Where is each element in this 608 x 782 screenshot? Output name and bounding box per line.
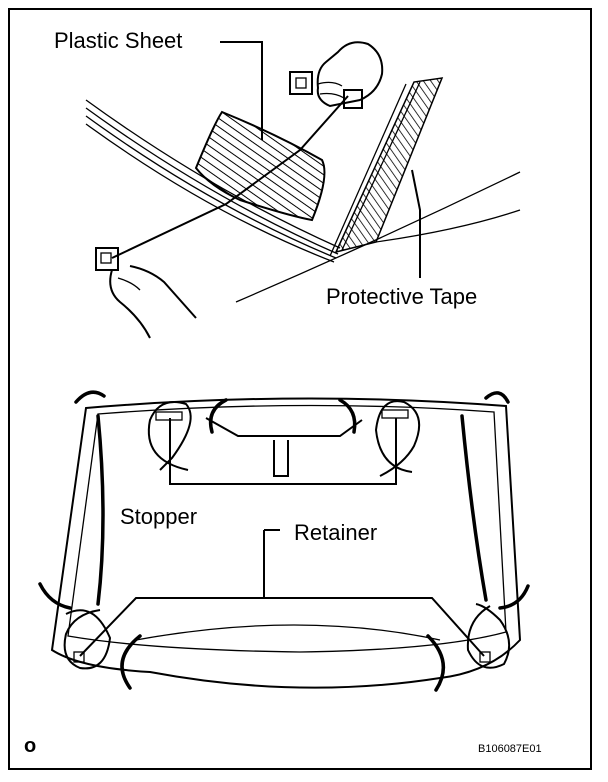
loop-stopper-left [147, 401, 192, 471]
top-illustration [85, 41, 521, 339]
loop-retainer-left [63, 609, 112, 670]
mirror-stem [273, 440, 289, 477]
plastic-sheet-leader [220, 41, 263, 140]
stopper-right [381, 409, 409, 419]
arc-top-right [484, 391, 510, 404]
windshield-outline [50, 397, 522, 689]
retainer-left [73, 651, 85, 663]
mirror-base [205, 417, 363, 437]
figure-frame [8, 8, 592, 770]
stopper-leader [169, 418, 397, 485]
arc-right-side [460, 414, 488, 602]
arc-left-side [96, 414, 105, 606]
figure-code: B106087E01 [478, 743, 542, 755]
protective-tape-strip [334, 77, 444, 254]
corner-mark: o [24, 735, 36, 757]
arc-mirror-left [208, 398, 228, 434]
arc-bottom-left [120, 634, 142, 690]
retainer-label: Retainer [294, 520, 377, 545]
protective-tape-leader [411, 169, 421, 278]
loop-stopper-right [374, 400, 421, 477]
stopper-label: Stopper [120, 504, 197, 529]
retainer-leader [79, 597, 485, 657]
bottom-illustration [38, 390, 530, 692]
piano-wire [111, 95, 349, 259]
plastic-sheet [194, 110, 326, 222]
retainer-right [479, 651, 491, 663]
arc-bottom-right [426, 634, 446, 692]
arc-top-left [74, 390, 106, 404]
plastic-sheet-label: Plastic Sheet [54, 28, 182, 53]
loop-retainer-right [466, 603, 511, 669]
lower-hand-illustration [95, 247, 197, 339]
arc-left-low [38, 582, 72, 610]
protective-tape-label: Protective Tape [326, 284, 477, 309]
arc-mirror-right [338, 398, 357, 434]
arc-right-low [498, 584, 530, 610]
upper-hand-illustration [289, 41, 384, 109]
